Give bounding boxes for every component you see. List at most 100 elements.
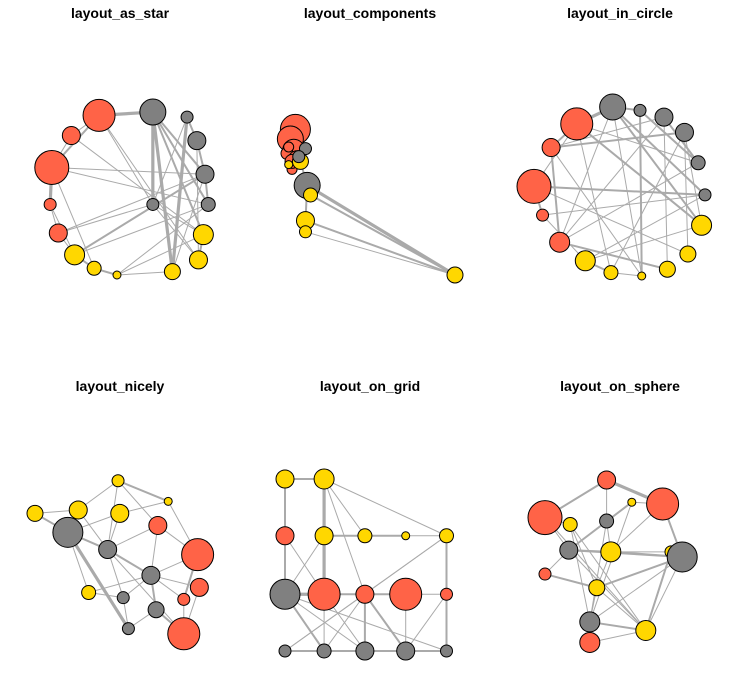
network-node-10 [48, 223, 68, 243]
network-node-2 [26, 504, 44, 522]
network-node-2 [627, 497, 637, 507]
network-node-9 [637, 271, 647, 281]
network-node-4 [357, 528, 373, 544]
network-node-13 [188, 250, 208, 270]
panel-title: layout_as_star [71, 5, 170, 21]
panel-title: layout_components [304, 5, 436, 21]
nodes [269, 468, 454, 661]
network-edge [171, 173, 206, 273]
network-edge [533, 185, 706, 196]
network-edge [550, 146, 561, 244]
network-node-3 [527, 500, 563, 536]
network-edge [51, 166, 95, 269]
network-edge [683, 131, 703, 226]
network-node-14 [147, 601, 165, 619]
network-edge [544, 517, 647, 631]
network-edge [152, 203, 199, 261]
network-edge [116, 234, 204, 276]
network-edge [544, 573, 598, 589]
network-node-7 [679, 245, 697, 263]
network-node-10 [538, 567, 552, 581]
panel-layout-on-sphere: layout_on_sphere [527, 378, 698, 653]
network-node-1 [163, 496, 173, 506]
network-node-0 [275, 469, 295, 489]
panel-layout-components: layout_components [276, 5, 464, 284]
network-edge [584, 224, 703, 262]
network-node-15 [541, 138, 561, 158]
network-node-14 [579, 631, 601, 653]
network-edge [66, 530, 131, 631]
network-node-4 [187, 131, 207, 151]
network-node-7 [43, 197, 57, 211]
network-edge [51, 166, 209, 205]
network-node-16 [440, 644, 453, 658]
network-edge [542, 194, 706, 216]
panel-title: layout_nicely [76, 378, 165, 394]
network-edge [405, 593, 447, 652]
network-edge [152, 116, 188, 205]
network-node-14 [298, 225, 312, 239]
network-node-2 [275, 526, 295, 546]
network-node-12 [278, 644, 292, 658]
network-node-8 [146, 197, 160, 211]
network-node-15 [163, 263, 181, 281]
network-edge [57, 173, 206, 234]
network-edge [559, 106, 614, 243]
panel-title: layout_on_sphere [560, 378, 680, 394]
network-node-8 [658, 260, 676, 278]
network-edge [88, 574, 152, 594]
network-node-6 [559, 540, 579, 560]
network-node-12 [64, 244, 86, 266]
network-edge [611, 106, 706, 196]
network-edge [575, 122, 703, 227]
network-node-7 [269, 578, 301, 610]
network-edge [309, 194, 456, 276]
panel-layout-in-circle: layout_in_circle [516, 5, 713, 281]
network-edge [569, 523, 647, 631]
network-edge [568, 549, 647, 631]
network-node-7 [98, 540, 118, 560]
network-node-6 [52, 516, 84, 548]
network-node-15 [396, 641, 416, 661]
network-edge [550, 147, 643, 277]
network-edge [305, 183, 457, 277]
network-node-13 [177, 592, 191, 606]
nodes [34, 98, 216, 281]
edges [533, 105, 706, 277]
network-edge [576, 123, 612, 274]
network-node-5 [401, 531, 411, 541]
network-node-16 [167, 617, 201, 651]
network-edge [151, 110, 174, 274]
network-node-10 [389, 577, 423, 611]
network-node-1 [139, 98, 167, 126]
network-edge [559, 162, 699, 243]
network-node-9 [355, 584, 375, 604]
network-node-11 [588, 579, 606, 597]
network-edge [550, 116, 665, 149]
network-edge [304, 219, 456, 276]
network-node-0 [82, 98, 116, 132]
panel-layout-as-star: layout_as_star [34, 5, 216, 281]
network-node-11 [440, 587, 453, 601]
network-edge [569, 523, 591, 623]
network-node-16 [112, 270, 122, 280]
network-node-14 [86, 260, 102, 276]
network-node-15 [121, 622, 135, 636]
network-edge [323, 478, 366, 537]
network-edge [663, 116, 668, 270]
network-edge [550, 131, 686, 149]
network-edge [151, 111, 206, 176]
nodes [26, 474, 215, 651]
network-node-9 [666, 541, 698, 573]
network-node-4 [690, 155, 706, 171]
network-node-11 [574, 250, 596, 272]
network-edge [589, 520, 608, 623]
network-edge [170, 115, 189, 274]
network-node-11 [192, 224, 214, 246]
network-node-3 [674, 122, 694, 142]
network-edge [596, 587, 647, 631]
panel-title: layout_in_circle [567, 5, 673, 21]
network-node-12 [579, 611, 601, 633]
network-node-5 [34, 149, 70, 185]
